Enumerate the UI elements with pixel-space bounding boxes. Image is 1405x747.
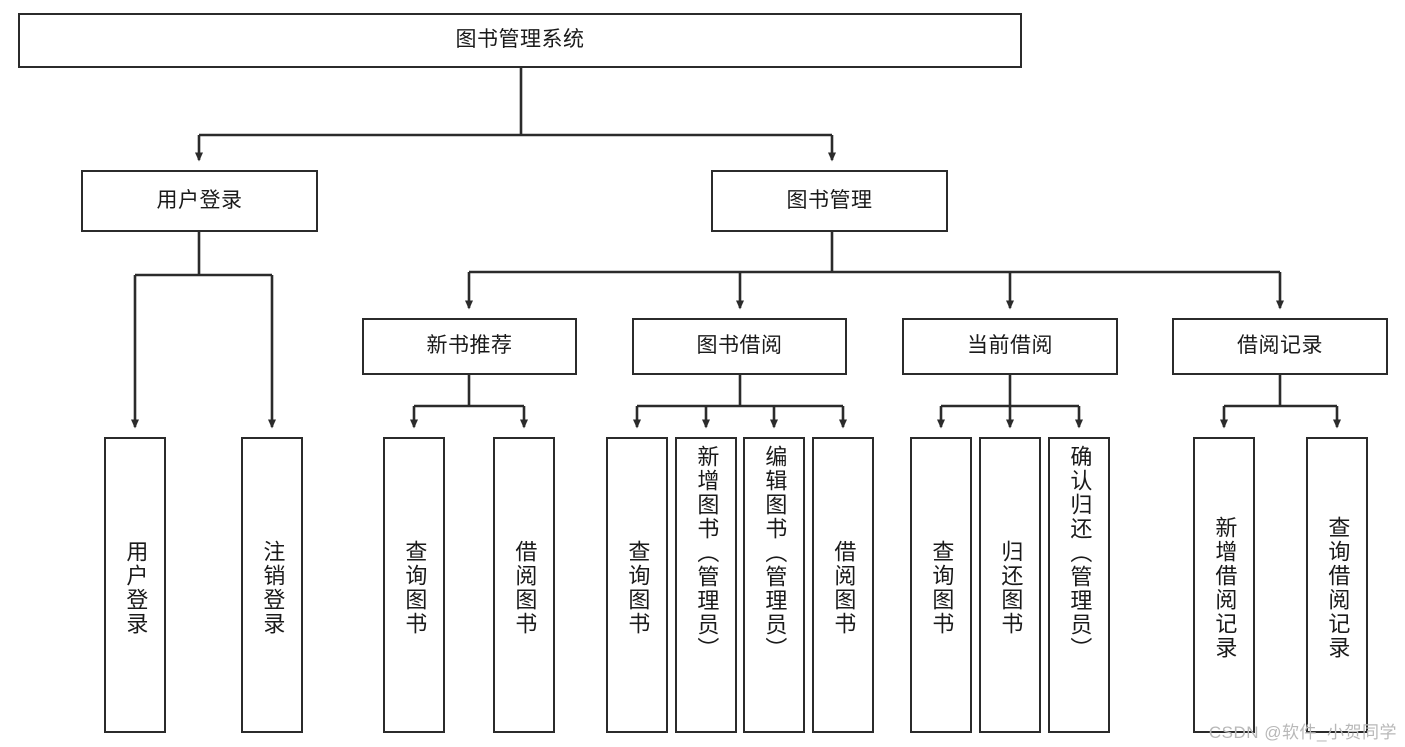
node-new-book-recommend[interactable]: 新书推荐 <box>362 318 577 375</box>
node-root[interactable]: 图书管理系统 <box>18 13 1022 68</box>
leaf-current-borrow-1[interactable]: 查询图书 <box>910 437 972 733</box>
leaf-new-book-1-label: 查询图书 <box>402 540 428 636</box>
leaf-book-borrow-4-label: 借阅图书 <box>831 540 857 636</box>
leaf-book-borrow-1[interactable]: 查询图书 <box>606 437 668 733</box>
leaf-user-login-2-label: 注销登录 <box>260 540 286 636</box>
leaf-user-login-1-label: 用户登录 <box>123 540 149 636</box>
node-current-borrow[interactable]: 当前借阅 <box>902 318 1118 375</box>
node-book-borrow-label: 图书借阅 <box>696 334 783 358</box>
node-borrow-record-label: 借阅记录 <box>1237 334 1323 358</box>
leaf-borrow-record-2[interactable]: 查询借阅记录 <box>1306 437 1368 733</box>
leaf-current-borrow-2-label: 归还图书 <box>998 540 1024 636</box>
leaf-book-borrow-2[interactable]: 新增图书（管理员） <box>675 437 737 733</box>
node-root-label: 图书管理系统 <box>455 28 585 52</box>
leaf-new-book-1[interactable]: 查询图书 <box>383 437 445 733</box>
node-user-login-label: 用户登录 <box>156 188 243 212</box>
node-book-borrow[interactable]: 图书借阅 <box>632 318 847 375</box>
leaf-new-book-2-label: 借阅图书 <box>512 540 538 636</box>
leaf-current-borrow-3[interactable]: 确认归还（管理员） <box>1048 437 1110 733</box>
leaf-current-borrow-3-label: 确认归还（管理员） <box>1067 445 1093 661</box>
leaf-user-login-1[interactable]: 用户登录 <box>104 437 166 733</box>
node-current-borrow-label: 当前借阅 <box>967 334 1053 358</box>
node-book-manage-label: 图书管理 <box>786 188 873 212</box>
node-book-manage[interactable]: 图书管理 <box>711 170 948 232</box>
leaf-book-borrow-2-label: 新增图书（管理员） <box>694 445 720 661</box>
leaf-current-borrow-2[interactable]: 归还图书 <box>979 437 1041 733</box>
leaf-new-book-2[interactable]: 借阅图书 <box>493 437 555 733</box>
node-user-login[interactable]: 用户登录 <box>81 170 318 232</box>
leaf-user-login-2[interactable]: 注销登录 <box>241 437 303 733</box>
leaf-borrow-record-1[interactable]: 新增借阅记录 <box>1193 437 1255 733</box>
leaf-book-borrow-3-label: 编辑图书（管理员） <box>762 445 788 661</box>
leaf-borrow-record-2-label: 查询借阅记录 <box>1325 516 1351 660</box>
leaf-book-borrow-4[interactable]: 借阅图书 <box>812 437 874 733</box>
leaf-book-borrow-1-label: 查询图书 <box>625 540 651 636</box>
node-borrow-record[interactable]: 借阅记录 <box>1172 318 1388 375</box>
leaf-book-borrow-3[interactable]: 编辑图书（管理员） <box>743 437 805 733</box>
node-new-book-recommend-label: 新书推荐 <box>426 334 513 358</box>
leaf-borrow-record-1-label: 新增借阅记录 <box>1212 516 1238 660</box>
leaf-current-borrow-1-label: 查询图书 <box>929 540 955 636</box>
